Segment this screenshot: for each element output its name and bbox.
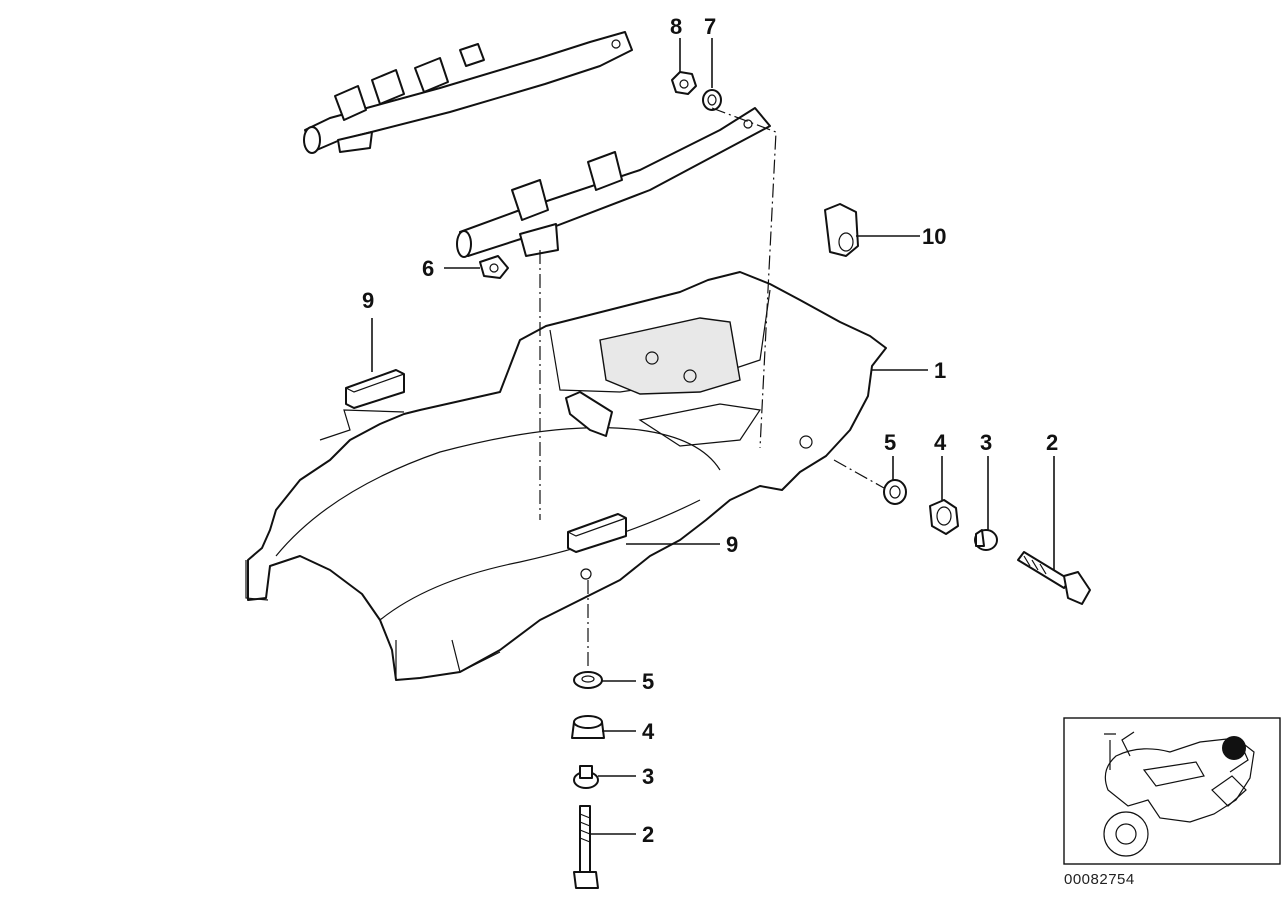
foam-strip-part-9-upper xyxy=(345,369,405,409)
rear-tray-part-1 xyxy=(245,271,887,681)
bolt-part-2-right xyxy=(1017,551,1091,605)
callout-9-upper: 9 xyxy=(362,288,374,313)
motorcycle-outline xyxy=(1103,731,1255,857)
callouts: 8 7 10 6 9 1 5 4 3 2 9 5 4 3 2 xyxy=(362,14,1058,847)
callout-4-right: 4 xyxy=(934,430,947,455)
callout-6: 6 xyxy=(422,256,434,281)
drawing-number: 00082754 xyxy=(1064,871,1135,888)
callout-1: 1 xyxy=(934,358,946,383)
clip-nut-part-6 xyxy=(479,255,509,279)
foam-strip-part-9-lower xyxy=(567,513,627,553)
upper-rail xyxy=(303,31,633,154)
callout-3-right: 3 xyxy=(980,430,992,455)
washer-part-7 xyxy=(702,89,722,111)
callout-8: 8 xyxy=(670,14,682,39)
washer-part-5-right xyxy=(883,479,907,505)
callout-2-lower: 2 xyxy=(642,822,654,847)
washer-part-5-lower xyxy=(573,671,603,689)
rubber-grommet-part-4-right xyxy=(929,499,959,535)
location-inset xyxy=(1063,717,1281,865)
bushing-part-3-lower xyxy=(573,765,599,789)
bushing-part-3-right xyxy=(974,529,998,551)
callout-10: 10 xyxy=(922,224,946,249)
callout-7: 7 xyxy=(704,14,716,39)
callout-5-lower: 5 xyxy=(642,669,654,694)
callout-5-right: 5 xyxy=(884,430,896,455)
assembly-axes xyxy=(539,107,885,668)
bolt-part-2-lower xyxy=(573,805,599,889)
rubber-block-part-10 xyxy=(824,203,859,257)
callout-9-lower: 9 xyxy=(726,532,738,557)
callout-2-right: 2 xyxy=(1046,430,1058,455)
lower-rail xyxy=(456,107,771,258)
callout-4-lower: 4 xyxy=(642,719,655,744)
nut-part-8 xyxy=(671,71,697,95)
rubber-grommet-part-4-lower xyxy=(571,715,605,739)
location-marker-dot xyxy=(1222,736,1246,760)
leader-lines xyxy=(371,38,1055,835)
callout-3-lower: 3 xyxy=(642,764,654,789)
